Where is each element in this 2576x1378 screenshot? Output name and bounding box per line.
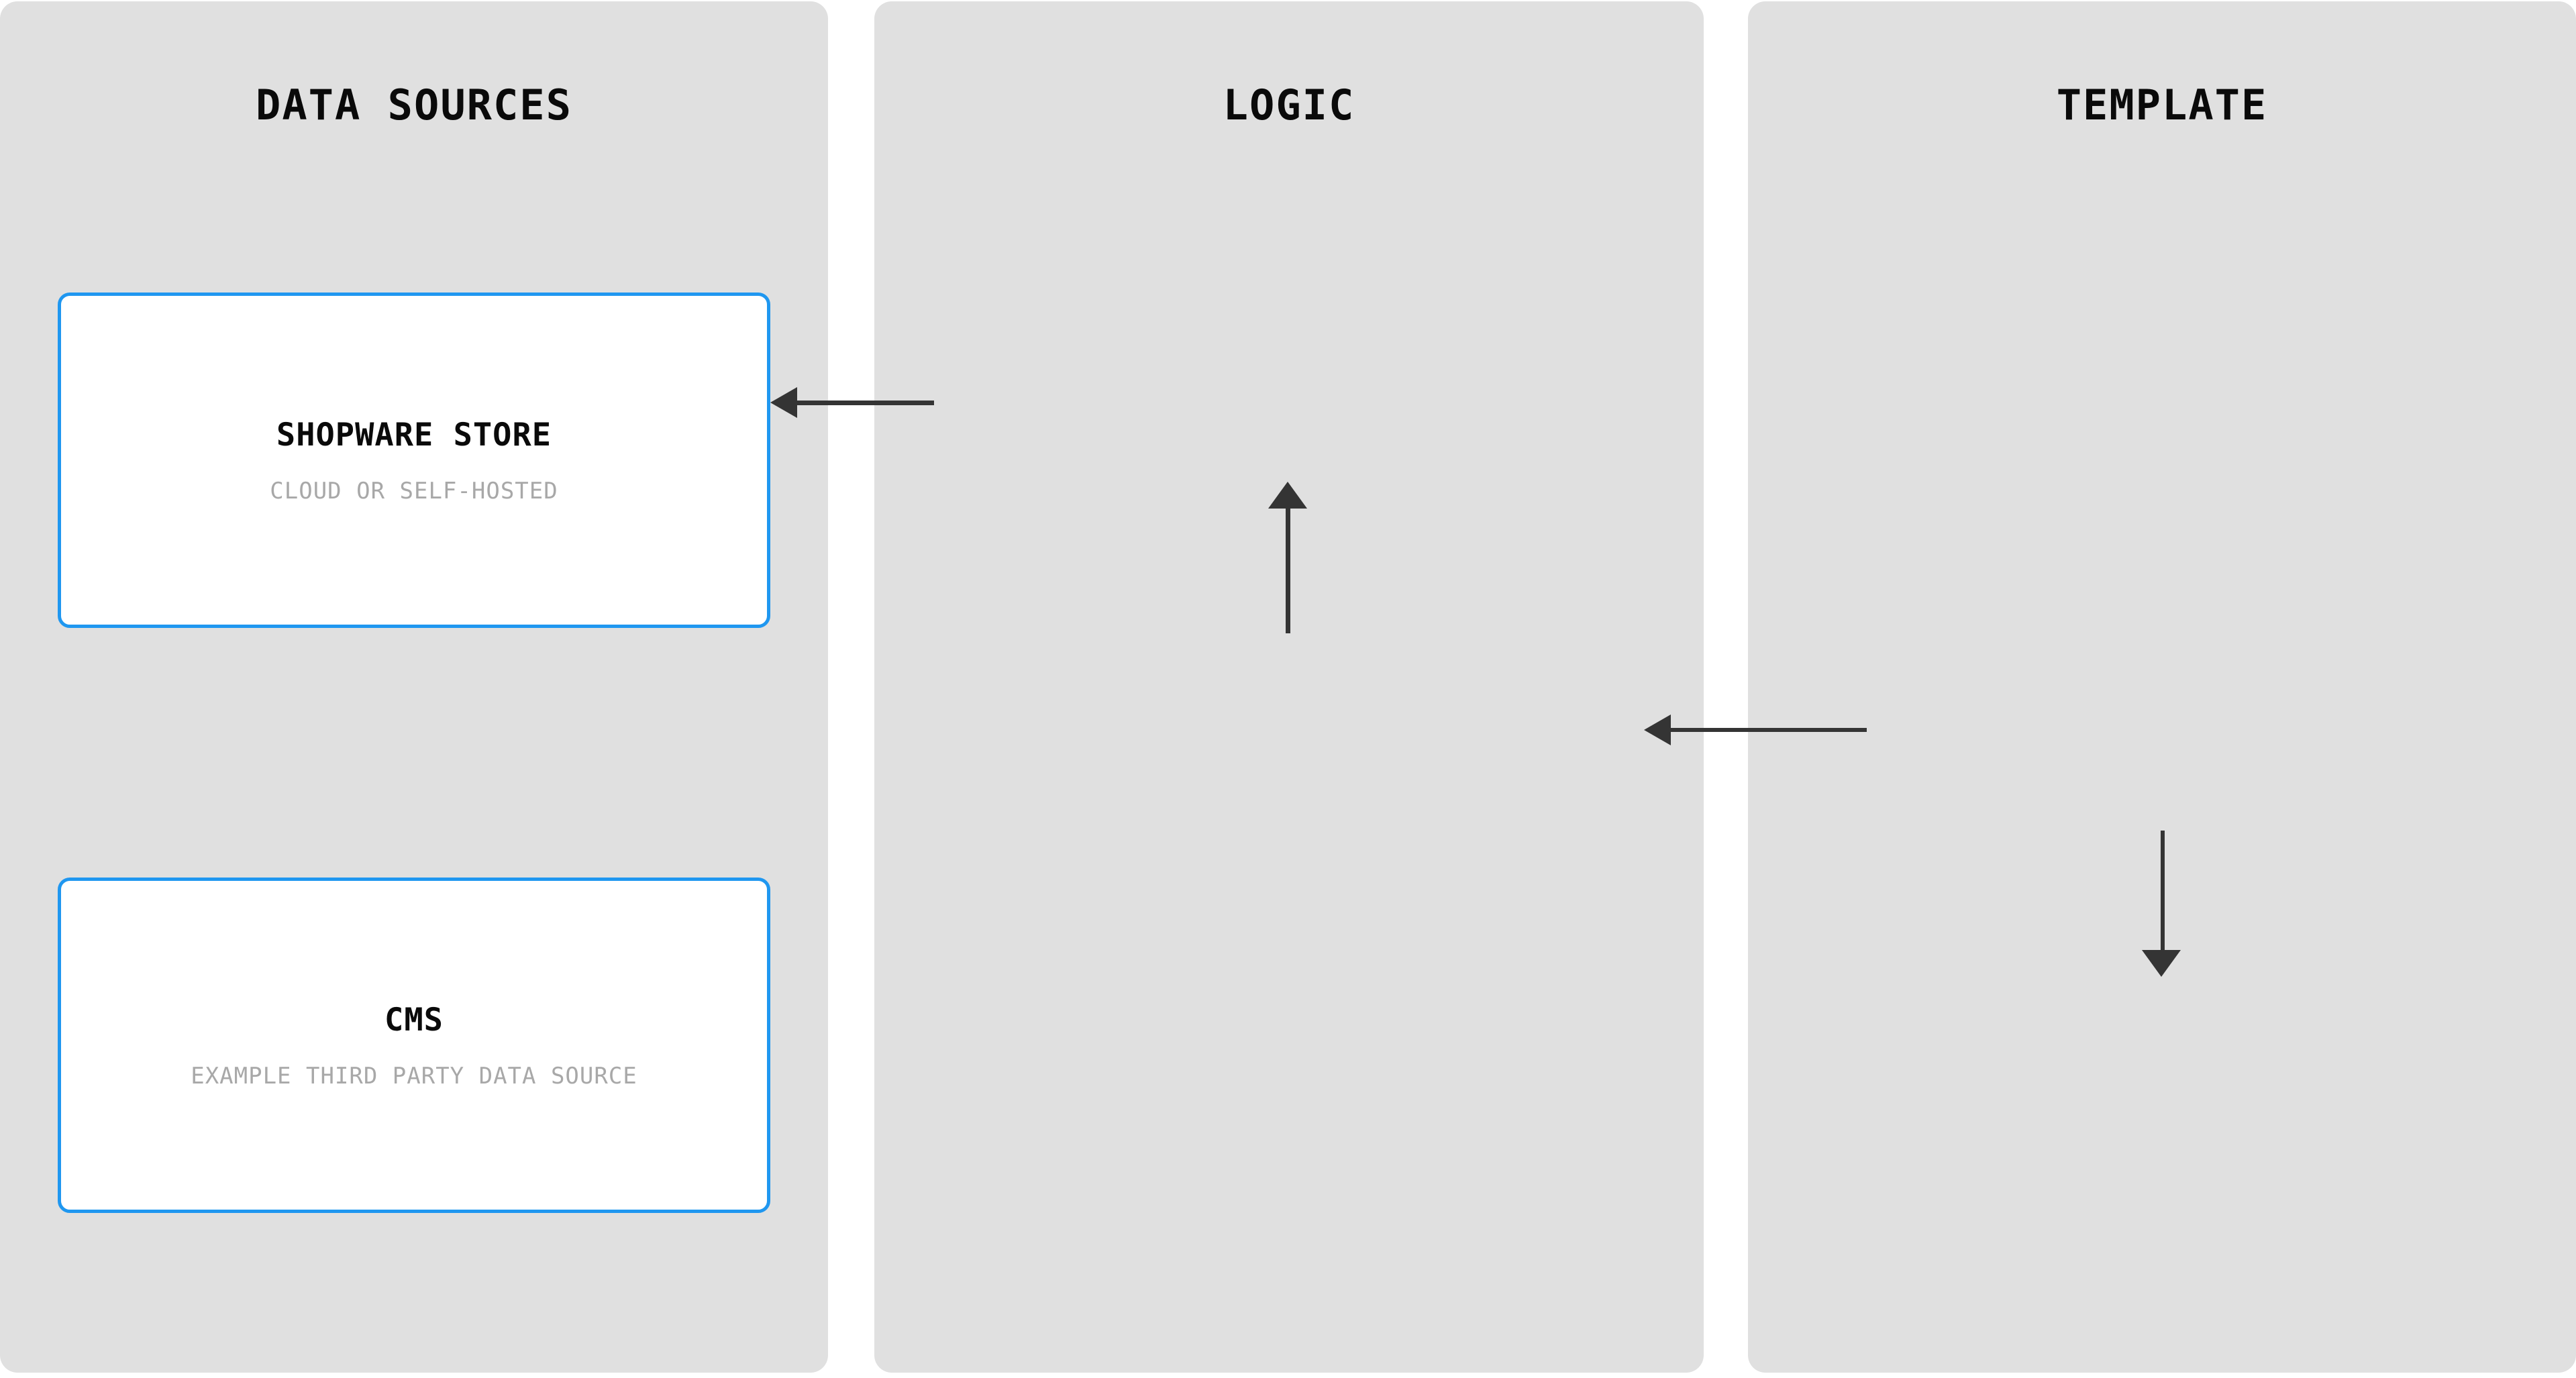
panel-title-template: TEMPLATE (2056, 81, 2268, 129)
node-title: CMS (384, 1001, 444, 1039)
arrow-left-icon-api-client-to-shopware-store (770, 376, 934, 429)
arrow-head (1268, 482, 1307, 509)
arrow-shaft (794, 401, 934, 405)
node-subtitle: EXAMPLE THIRD PARTY DATA SOURCE (191, 1062, 637, 1090)
panel-template: TEMPLATE NUXT.js RUNTIME ROUTING, SSR, C… (1748, 1, 2576, 1373)
arrow-shaft (1668, 728, 1867, 732)
panel-title-data-sources: DATA SOURCES (256, 81, 572, 129)
panel-data-sources: DATA SOURCES SHOPWARE STORE CLOUD OR SEL… (0, 1, 828, 1373)
arrow-down-icon-frontend-components-to-cms-components (2139, 831, 2187, 978)
arrow-head (1644, 714, 1671, 745)
panel-title-logic: LOGIC (1223, 81, 1355, 129)
arrow-shaft (1286, 505, 1290, 633)
arrow-up-icon-composables-to-api-client (1264, 482, 1312, 633)
arrow-head (2142, 950, 2181, 977)
arrow-left-icon-frontend-components-to-composables (1644, 703, 1867, 757)
arrow-shaft (2161, 831, 2165, 953)
node-shopware-store[interactable]: SHOPWARE STORE CLOUD OR SELF-HOSTED (58, 293, 770, 628)
arrow-head (770, 387, 797, 418)
node-cms[interactable]: CMS EXAMPLE THIRD PARTY DATA SOURCE (58, 878, 770, 1213)
node-subtitle: CLOUD OR SELF-HOSTED (270, 477, 558, 505)
node-title: SHOPWARE STORE (276, 416, 552, 454)
panel-logic: LOGIC API-CLIENT DOES STORE API REQUESTS… (874, 1, 2520, 1373)
